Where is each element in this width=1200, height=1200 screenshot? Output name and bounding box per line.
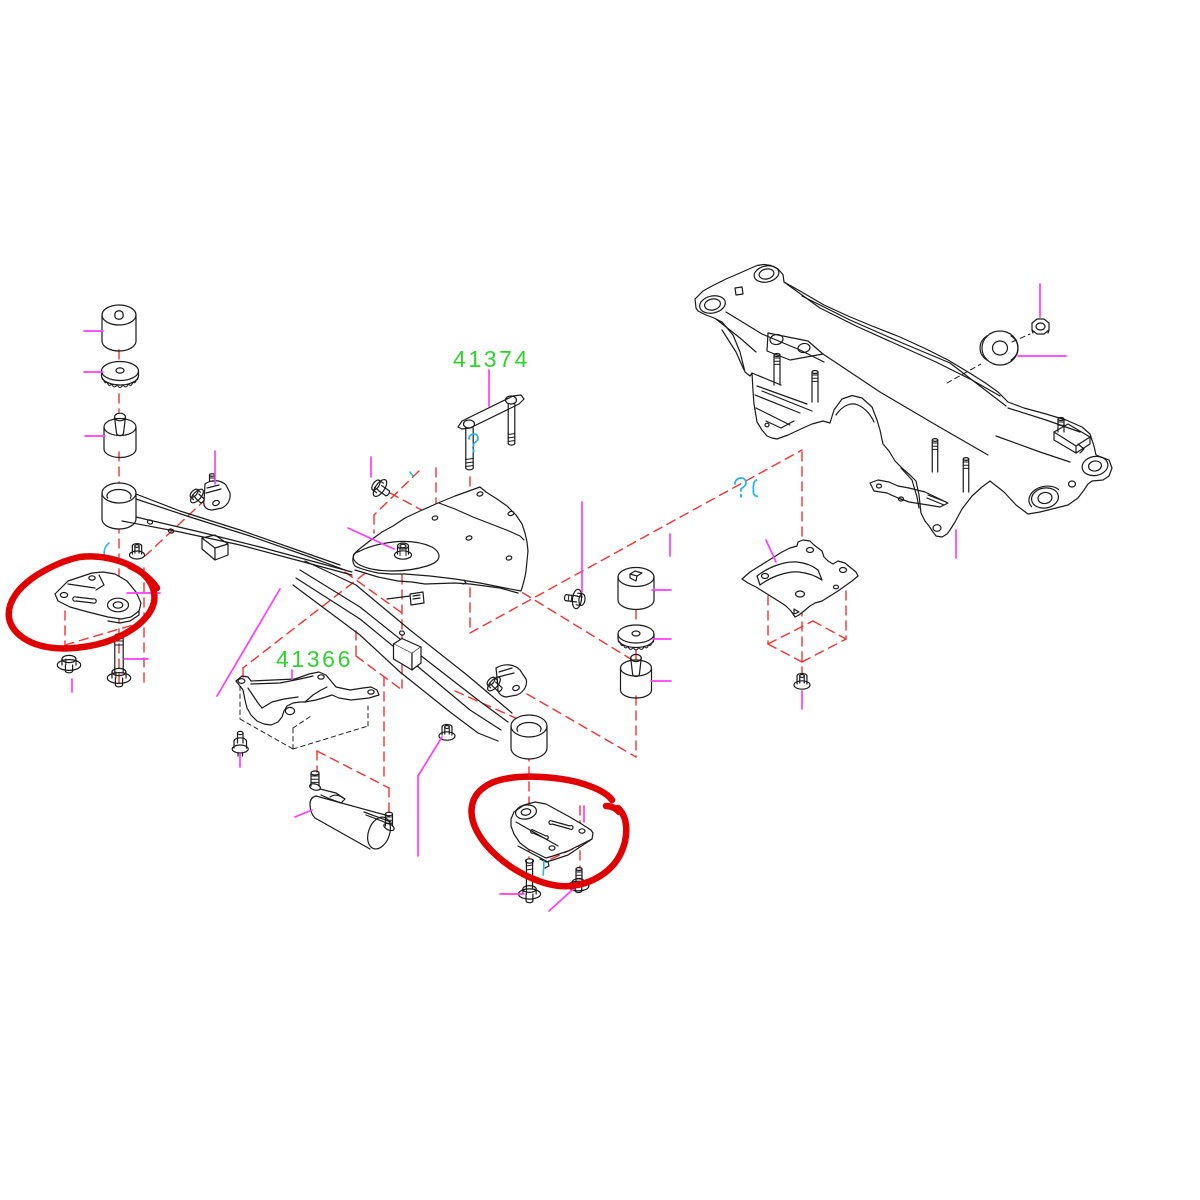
svg-text:41366: 41366 xyxy=(276,646,353,672)
svg-text:41374: 41374 xyxy=(453,346,530,372)
